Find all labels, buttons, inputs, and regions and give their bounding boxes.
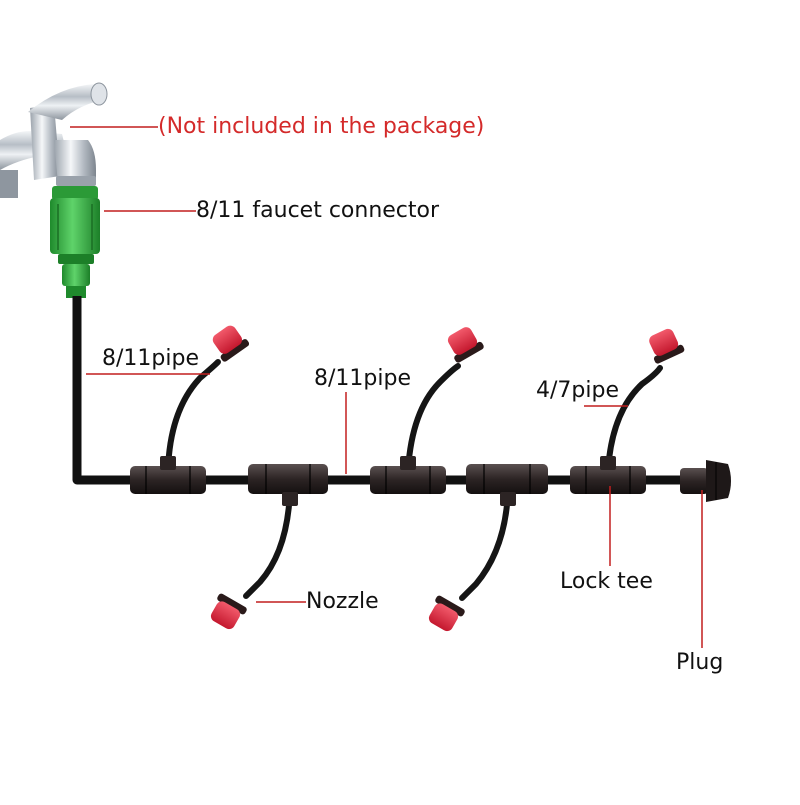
- faucet-icon: [0, 82, 108, 198]
- nozzle-icon: [212, 325, 250, 362]
- lock-tee-label: Lock tee: [560, 569, 653, 594]
- plug-icon: [680, 460, 731, 502]
- branch-pipes: [165, 359, 663, 601]
- lock-tee-icon: [370, 456, 446, 494]
- nozzle-icon: [447, 327, 484, 363]
- lock-tee-icon: [466, 464, 548, 506]
- plug-label: Plug: [676, 650, 724, 675]
- branch-pipe-label: 4/7pipe: [536, 378, 619, 403]
- nozzle-icon: [649, 328, 685, 364]
- vertical-pipe-label: 8/11pipe: [102, 346, 199, 371]
- faucet-note-label: (Not included in the package): [158, 114, 485, 139]
- horizontal-pipe-label: 8/11pipe: [314, 366, 411, 391]
- nozzles: [210, 325, 685, 632]
- nozzle-icon: [428, 595, 465, 632]
- lock-tee-icon: [248, 464, 328, 506]
- nozzle-icon: [210, 593, 247, 630]
- faucet-connector-icon: [50, 186, 100, 298]
- lock-tee-icon: [130, 456, 206, 494]
- nozzle-label: Nozzle: [306, 589, 379, 614]
- leader-lines: [70, 126, 703, 648]
- lock-tee-fittings: [130, 456, 646, 506]
- lock-tee-icon: [570, 456, 646, 494]
- faucet-connector-label: 8/11 faucet connector: [196, 198, 440, 223]
